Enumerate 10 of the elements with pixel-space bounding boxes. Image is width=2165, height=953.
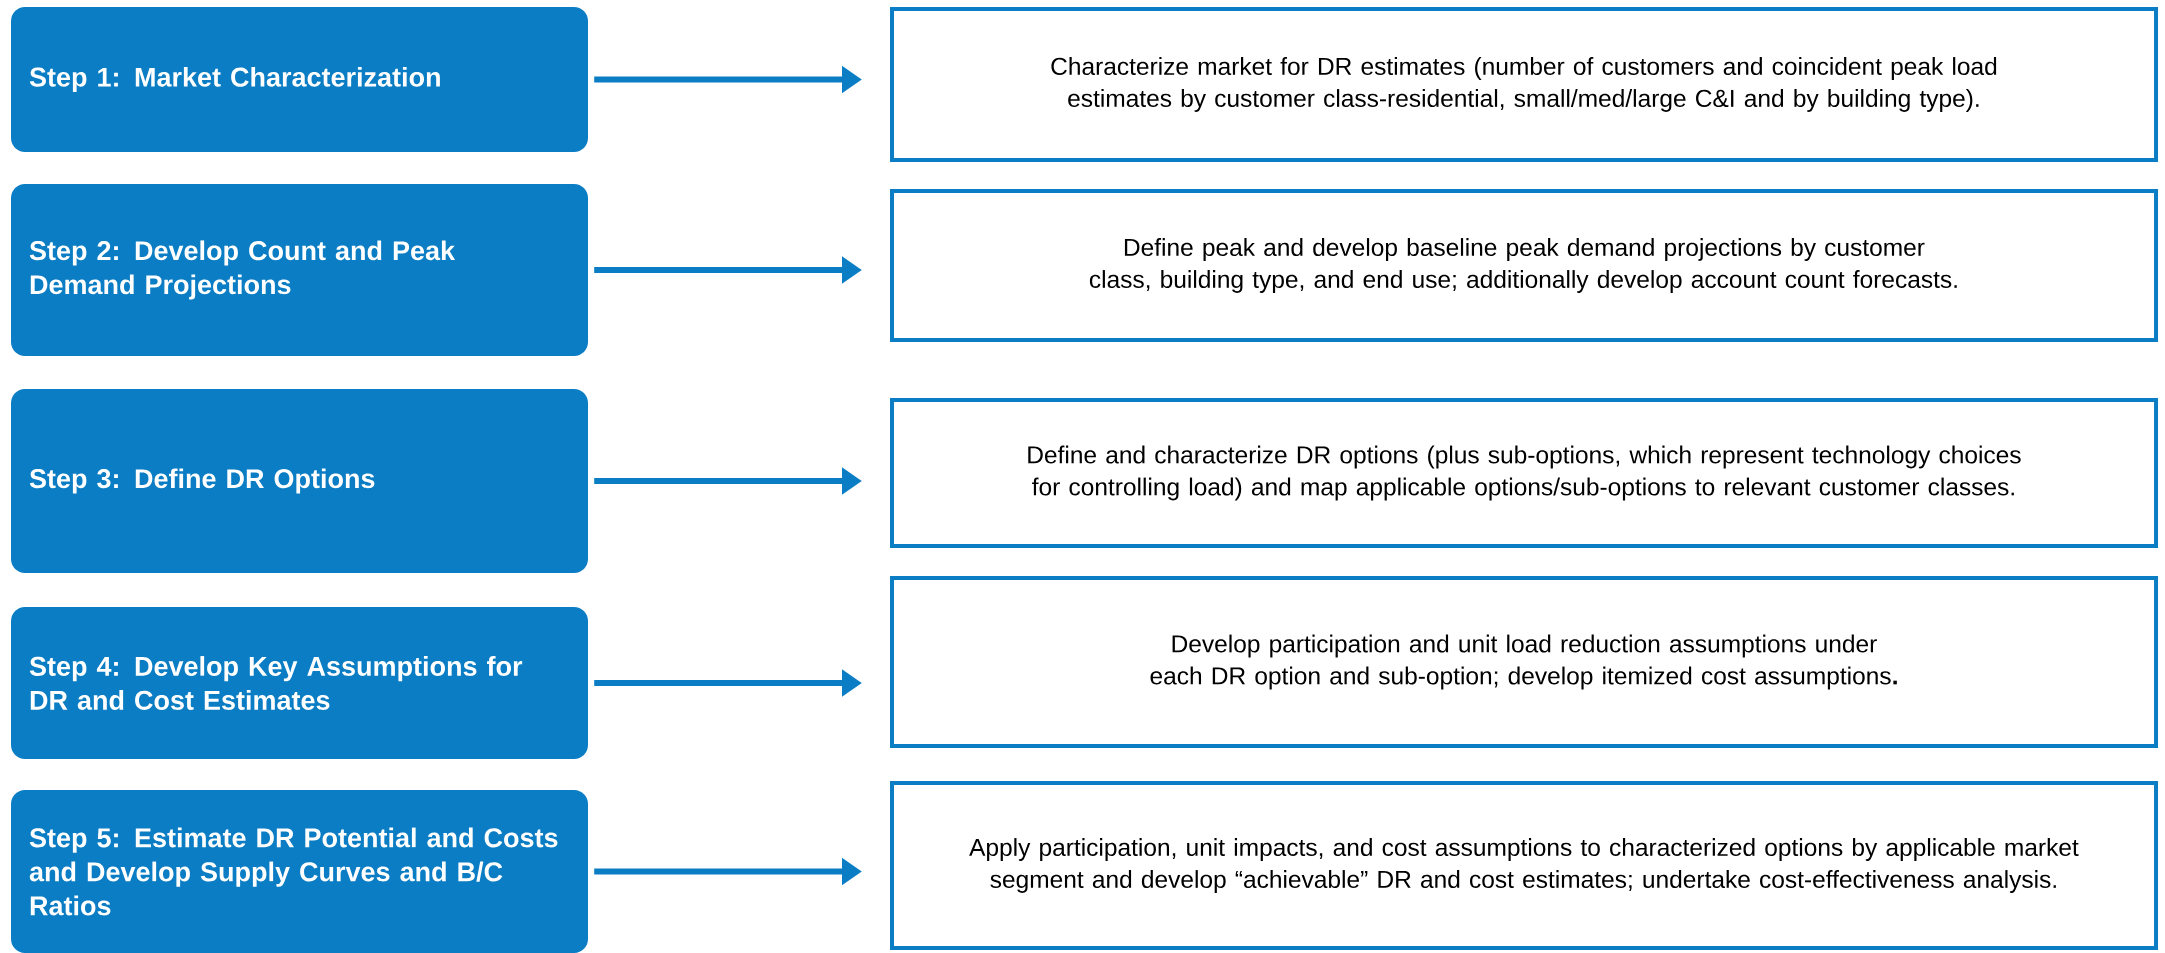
step-box: Step 5: Estimate DR Potential and Costs and Develop Supply Curves and B/C Ratios (11, 790, 588, 953)
description-box: Characterize market for DR estimates (number of customers and coincident peak load estimates by customer class-residential, small/med/large C&I and by building type). (890, 7, 2159, 162)
step-box: Step 2: Develop Count and Peak Demand Projections (11, 184, 588, 356)
description-box: Apply participation, unit impacts, and cost assumptions to characterized options by applicable market segment and develop “achievable” DR and cost estimates; undertake cost-effectiveness analysis. (890, 781, 2159, 950)
step-box: Step 1: Market Characterization (11, 7, 588, 152)
description-box: Define peak and develop baseline peak demand projections by customer class, building type, and end use; additionally develop account count forecasts. (890, 189, 2159, 342)
description-box: Define and characterize DR options (plus sub-options, which represent technology choices for controlling load) and map applicable options/sub-options to relevant customer classes. (890, 398, 2159, 548)
step-box: Step 4: Develop Key Assumptions for DR and Cost Estimates (11, 607, 588, 759)
description-box: Develop participation and unit load reduction assumptions under each DR option and sub-option; develop itemized cost assumptions. (890, 576, 2159, 748)
step-box: Step 3: Define DR Options (11, 389, 588, 573)
